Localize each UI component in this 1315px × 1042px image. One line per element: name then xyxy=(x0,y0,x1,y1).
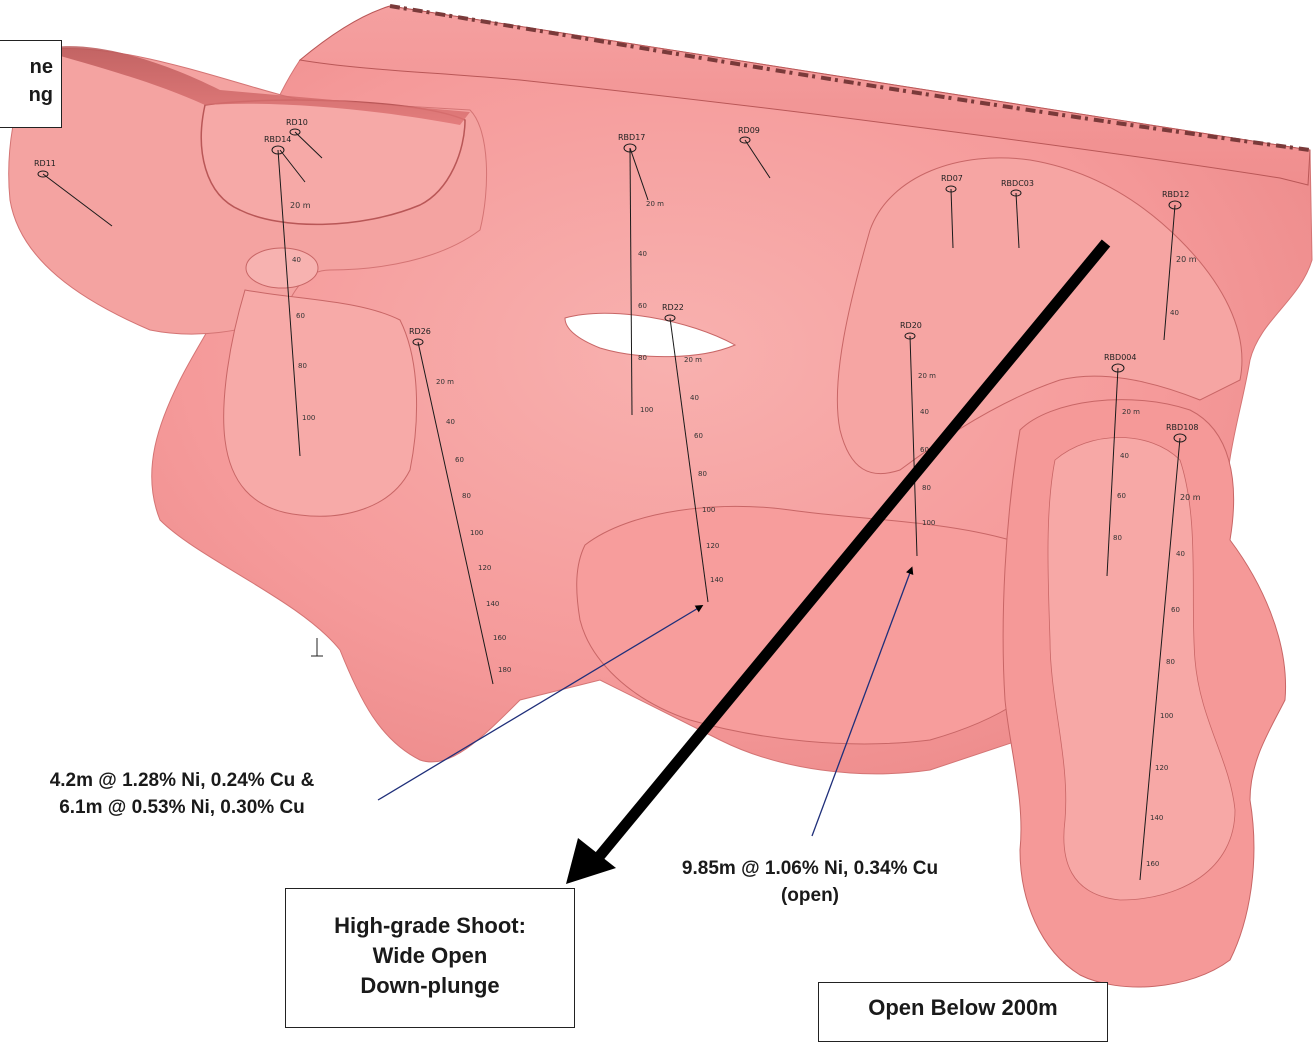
depth-tick: 60 xyxy=(638,302,647,310)
depth-tick: 80 xyxy=(638,354,647,362)
callout-top-left: ne ng xyxy=(0,40,62,128)
drillhole-label: RD20 xyxy=(900,321,922,330)
depth-tick: 80 xyxy=(1166,658,1175,666)
drillhole-label: RD22 xyxy=(662,303,684,312)
depth-tick: 40 xyxy=(920,408,929,416)
depth-tick: 80 xyxy=(922,484,931,492)
depth-tick: 140 xyxy=(1150,814,1163,822)
drillhole-label: RD10 xyxy=(286,118,308,127)
depth-tick: 100 xyxy=(640,406,653,414)
depth-tick: 100 xyxy=(302,414,315,422)
depth-tick: 100 xyxy=(702,506,715,514)
shoot-line3: Down-plunge xyxy=(286,971,574,1001)
depth-tick: 40 xyxy=(1176,550,1185,558)
depth-tick: 100 xyxy=(922,519,935,527)
depth-tick: 20 m xyxy=(1176,255,1197,264)
intercept-b-label: 9.85m @ 1.06% Ni, 0.34% Cu (open) xyxy=(640,855,980,909)
depth-tick: 120 xyxy=(478,564,491,572)
depth-tick: 160 xyxy=(1146,860,1159,868)
drillhole-label: RBD14 xyxy=(264,135,291,144)
depth-tick: 40 xyxy=(690,394,699,402)
intercept-b-line1: 9.85m @ 1.06% Ni, 0.34% Cu xyxy=(640,855,980,882)
drillhole-label: RD07 xyxy=(941,174,963,183)
depth-tick: 100 xyxy=(1160,712,1173,720)
intercept-a-line1: 4.2m @ 1.28% Ni, 0.24% Cu & xyxy=(2,767,362,794)
left-keel xyxy=(224,290,417,516)
depth-tick: 40 xyxy=(1120,452,1129,460)
depth-tick: 20 m xyxy=(918,372,936,380)
depth-tick: 140 xyxy=(486,600,499,608)
depth-tick: 120 xyxy=(1155,764,1168,772)
callout-top-left-line2: ng xyxy=(0,81,53,109)
callout-high-grade-shoot: High-grade Shoot: Wide Open Down-plunge xyxy=(285,888,575,1028)
depth-tick: 20 m xyxy=(290,201,311,210)
depth-tick: 180 xyxy=(498,666,511,674)
depth-tick: 20 m xyxy=(1122,408,1140,416)
depth-tick: 80 xyxy=(1113,534,1122,542)
depth-tick: 60 xyxy=(694,432,703,440)
depth-tick: 20 m xyxy=(1180,493,1201,502)
depth-tick: 40 xyxy=(292,256,301,264)
orebody-lower-front xyxy=(577,506,1073,744)
callout-top-left-line1: ne xyxy=(0,53,53,81)
connector-node xyxy=(246,248,318,288)
depth-tick: 60 xyxy=(296,312,305,320)
depth-tick: 80 xyxy=(698,470,707,478)
drillhole-label: RD11 xyxy=(34,159,56,168)
callout-open-below: Open Below 200m xyxy=(818,982,1108,1042)
depth-tick: 120 xyxy=(706,542,719,550)
depth-tick: 20 m xyxy=(436,378,454,386)
depth-tick: 100 xyxy=(470,529,483,537)
scale-marker xyxy=(311,638,323,656)
depth-tick: 40 xyxy=(446,418,455,426)
shoot-line2: Wide Open xyxy=(286,941,574,971)
drillhole-label: RBDC03 xyxy=(1001,179,1034,188)
depth-tick: 20 m xyxy=(646,200,664,208)
intercept-a-line2: 6.1m @ 0.53% Ni, 0.30% Cu xyxy=(2,794,362,821)
depth-tick: 160 xyxy=(493,634,506,642)
depth-tick: 140 xyxy=(710,576,723,584)
drillhole-label: RBD12 xyxy=(1162,190,1189,199)
depth-tick: 80 xyxy=(462,492,471,500)
depth-tick: 40 xyxy=(638,250,647,258)
intercept-a-label: 4.2m @ 1.28% Ni, 0.24% Cu & 6.1m @ 0.53%… xyxy=(2,767,362,821)
depth-tick: 60 xyxy=(1171,606,1180,614)
depth-tick: 80 xyxy=(298,362,307,370)
drillhole-label: RBD108 xyxy=(1166,423,1198,432)
drillhole-label: RD09 xyxy=(738,126,760,135)
open-below-label: Open Below 200m xyxy=(819,993,1107,1023)
depth-tick: 60 xyxy=(455,456,464,464)
shoot-line1: High-grade Shoot: xyxy=(286,911,574,941)
drillhole-label: RBD004 xyxy=(1104,353,1136,362)
drillhole-label: RBD17 xyxy=(618,133,645,142)
depth-tick: 60 xyxy=(1117,492,1126,500)
depth-tick: 40 xyxy=(1170,309,1179,317)
intercept-b-line2: (open) xyxy=(640,882,980,909)
drillhole-label: RD26 xyxy=(409,327,431,336)
depth-tick: 20 m xyxy=(684,356,702,364)
